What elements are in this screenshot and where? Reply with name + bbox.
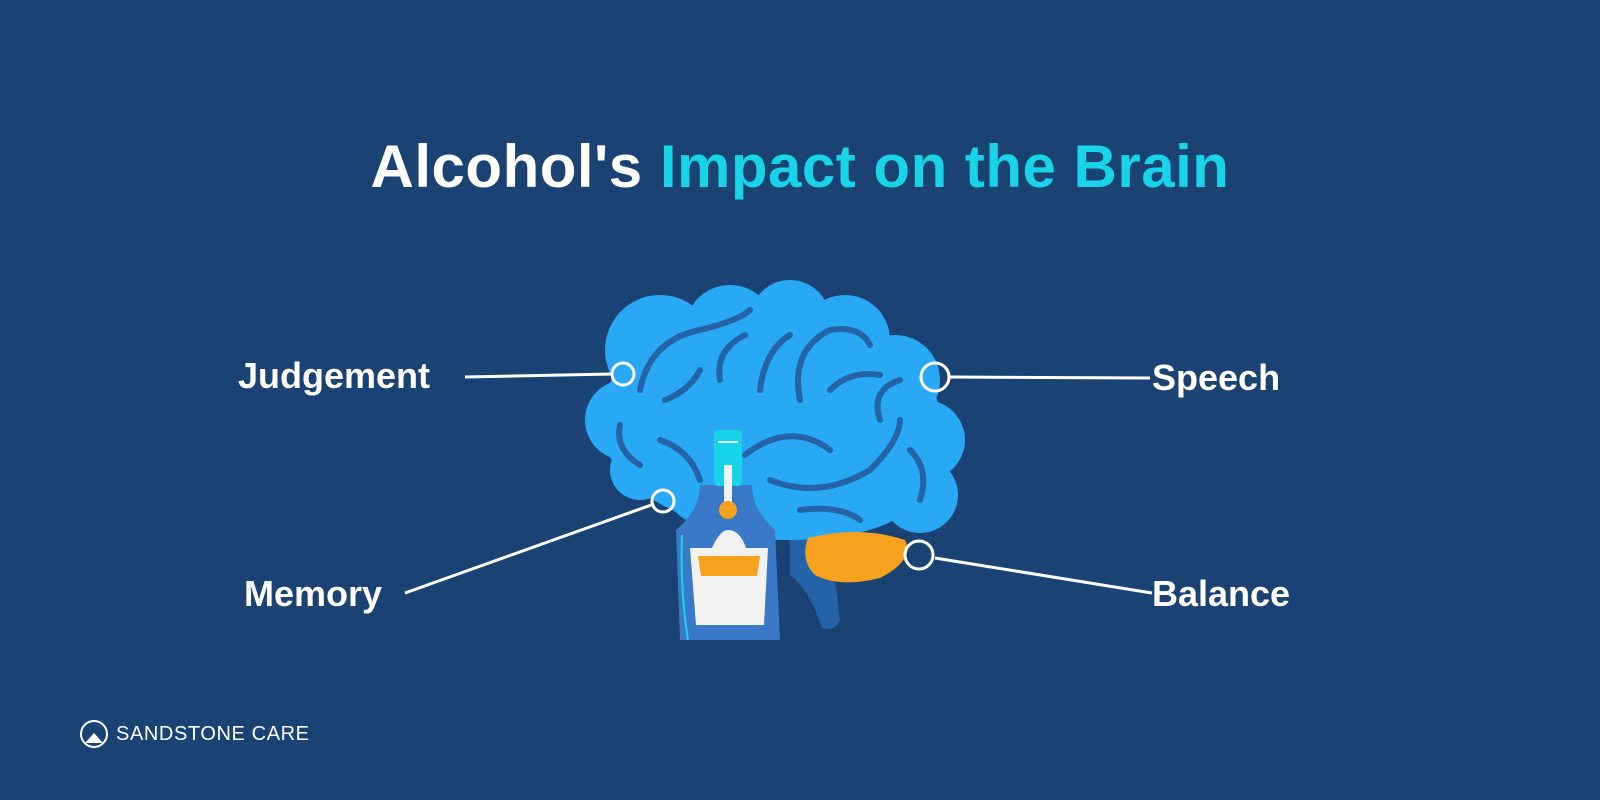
label-speech: Speech [1152, 357, 1281, 398]
brand-logo: SANDSTONE CARE [80, 720, 310, 748]
speech-marker [919, 361, 951, 393]
label-judgement: Judgement [238, 355, 431, 396]
mountain-logo-icon [80, 720, 108, 748]
bottle-icon [676, 430, 780, 641]
judgement-marker [610, 361, 636, 387]
memory-marker [650, 488, 676, 514]
page-title: Alcohol's Impact on the Brain [0, 132, 1600, 201]
brain-icon [585, 280, 965, 540]
title-part-accent: Impact on the Brain [659, 133, 1230, 200]
brain-folds [616, 307, 927, 523]
title-part-white: Alcohol's [370, 133, 643, 200]
label-balance: Balance [1152, 573, 1291, 614]
balance-marker [903, 539, 935, 571]
cerebellum [805, 531, 908, 583]
connector-lines [404, 361, 1153, 595]
label-memory: Memory [244, 573, 383, 614]
brand-name: SANDSTONE CARE [116, 722, 310, 745]
